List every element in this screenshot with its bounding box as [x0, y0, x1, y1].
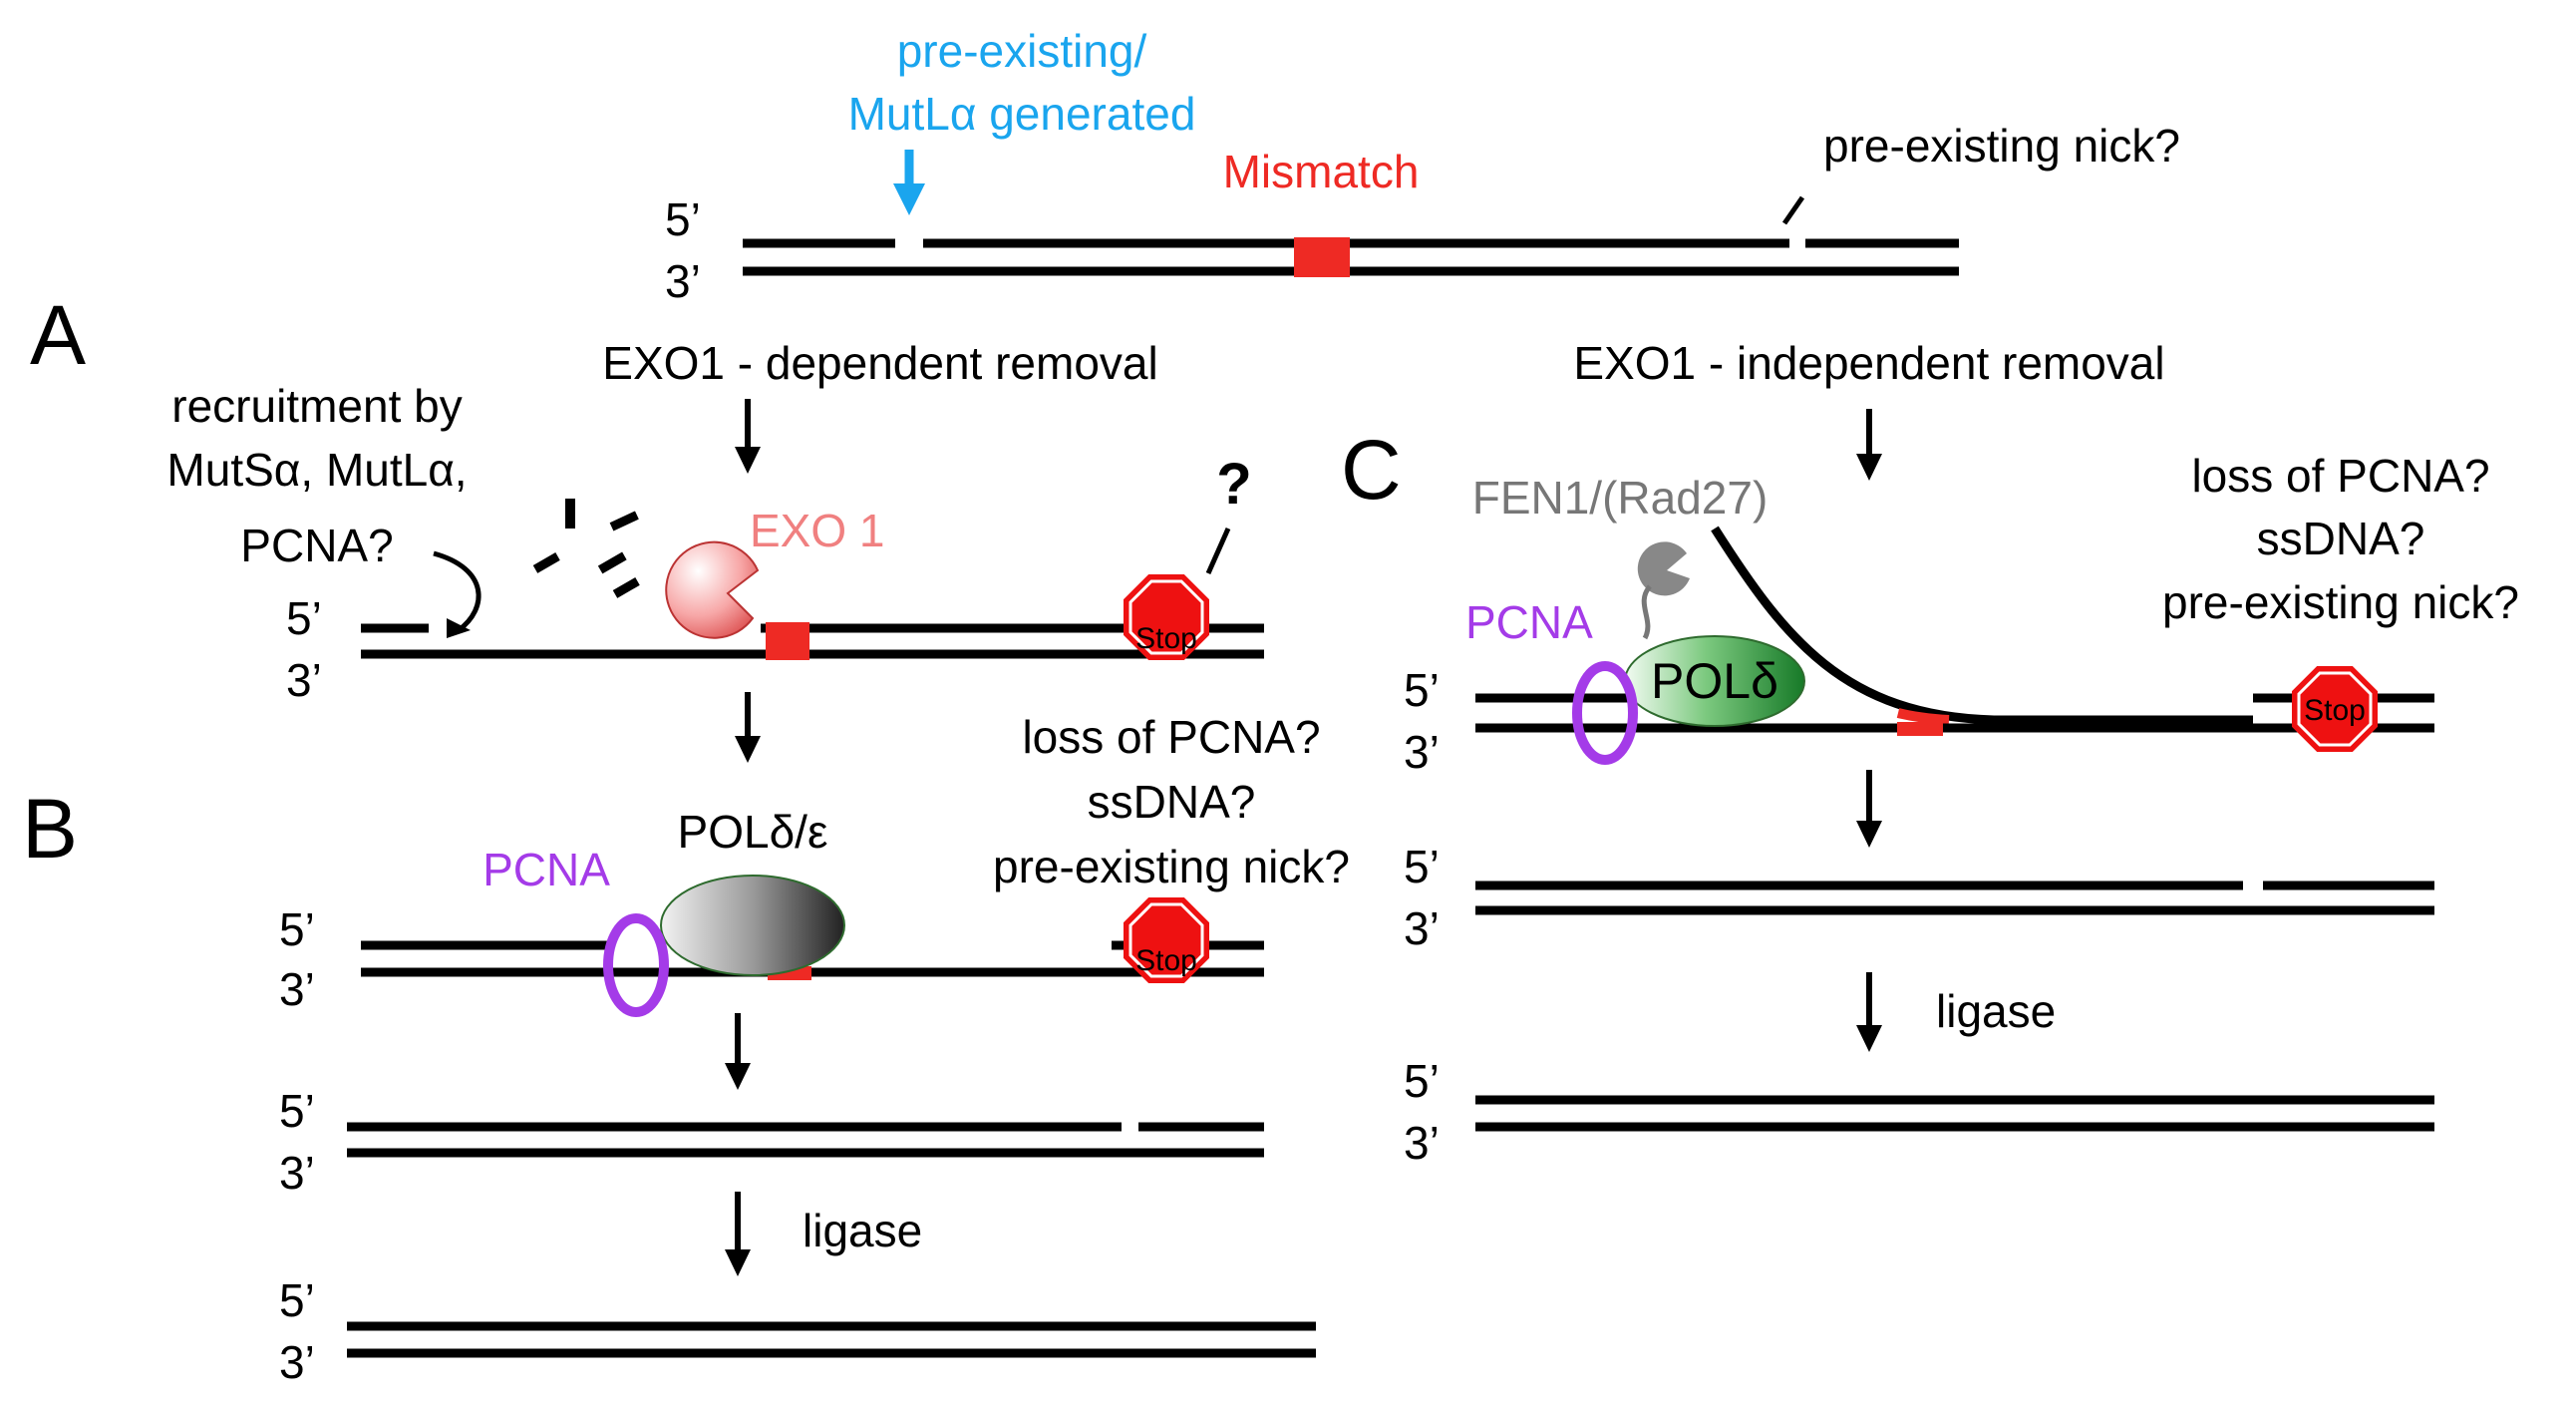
- stop-sign-icon: Stop: [2292, 666, 2378, 752]
- panel-letter-c: C: [1341, 423, 1402, 517]
- three-prime-label: 3’: [279, 1336, 315, 1388]
- recruit-line2: MutSα, MutLα,: [166, 444, 467, 496]
- c-question-3: pre-existing nick?: [2162, 576, 2519, 628]
- question-mark: ?: [1216, 452, 1251, 517]
- three-prime-label: 3’: [279, 1147, 315, 1199]
- curved-arrow-head-icon: [447, 618, 471, 638]
- pol-b-label: POLδ/ε: [678, 806, 828, 858]
- nick-right-label: pre-existing nick?: [1823, 120, 2180, 172]
- down-arrow-icon: [1856, 409, 1882, 481]
- five-prime-label: 5’: [1404, 1055, 1440, 1107]
- down-arrow-icon: [1856, 972, 1882, 1052]
- recruit-line1: recruitment by: [171, 380, 462, 432]
- five-prime-label: 5’: [286, 592, 322, 644]
- fragment: [609, 511, 639, 531]
- panel-c-heading: EXO1 - independent removal: [1573, 337, 2164, 389]
- exo-label: EXO 1: [750, 505, 885, 556]
- down-arrow-icon: [735, 399, 761, 474]
- fen1-tether: [1641, 584, 1653, 640]
- down-arrow-icon: [725, 1013, 751, 1090]
- down-arrow-icon: [725, 1192, 751, 1276]
- pcna-ring-icon: [603, 913, 669, 1017]
- pcna-ring-icon: [1572, 661, 1638, 765]
- b-question-1: loss of PCNA?: [1022, 711, 1320, 763]
- panel-a: A EXO1 - dependent removal recruitment b…: [30, 288, 1264, 763]
- three-prime-label: 3’: [279, 963, 315, 1015]
- panel-letter-b: B: [22, 782, 78, 876]
- three-prime-label: 3’: [1404, 726, 1440, 778]
- mismatch-mark: [1896, 708, 1950, 725]
- pcna-label: PCNA: [483, 844, 610, 895]
- fragment: [597, 551, 627, 574]
- five-prime-label: 5’: [279, 903, 315, 955]
- three-prime-label: 3’: [1404, 902, 1440, 954]
- down-arrow-icon: [735, 692, 761, 763]
- panel-letter-a: A: [30, 288, 86, 382]
- mismatch-mark: [1897, 722, 1943, 736]
- blue-down-arrow: [893, 150, 925, 215]
- pcna-label: PCNA: [1465, 596, 1593, 648]
- mismatch-mark: [1294, 237, 1350, 277]
- three-prime-label: 3’: [665, 255, 701, 307]
- five-prime-label: 5’: [279, 1274, 315, 1326]
- fragment: [565, 499, 575, 529]
- down-arrow-icon: [1856, 770, 1882, 848]
- c-displaced-flap: [1711, 526, 2253, 725]
- three-prime-label: 3’: [286, 654, 322, 706]
- pol-c-label: POLδ: [1651, 653, 1778, 709]
- top-duplex: pre-existing/ MutLα generated Mismatch p…: [665, 25, 2180, 307]
- b-question-3: pre-existing nick?: [993, 841, 1350, 892]
- stop-sign-icon: Stop: [1124, 897, 1209, 983]
- panel-a-heading: EXO1 - dependent removal: [602, 337, 1157, 389]
- fragment: [612, 577, 640, 598]
- fragment: [532, 552, 560, 573]
- panel-b: B loss of PCNA? ssDNA? pre-existing nick…: [22, 711, 1350, 1388]
- stop-sign-icon: Stop: [1124, 574, 1209, 660]
- recruit-line3: PCNA?: [240, 520, 393, 571]
- five-prime-label: 5’: [1404, 664, 1440, 716]
- polymerase-delta-epsilon: [660, 875, 845, 976]
- panel-c: C EXO1 - independent removal FEN1/(Rad27…: [1341, 337, 2519, 1169]
- b-question-2: ssDNA?: [1088, 776, 1256, 828]
- nick-label-line2: MutLα generated: [848, 88, 1196, 140]
- five-prime-label: 5’: [665, 193, 701, 245]
- mismatch-label: Mismatch: [1223, 146, 1420, 197]
- stop-label: Stop: [2304, 694, 2366, 727]
- exo1-pacman-icon: [665, 540, 760, 639]
- five-prime-label: 5’: [279, 1085, 315, 1137]
- stop-label: Stop: [1135, 622, 1197, 655]
- c-question-1: loss of PCNA?: [2191, 450, 2489, 502]
- question-pointer: [1205, 527, 1231, 575]
- mismatch-mark: [766, 622, 809, 660]
- stop-label: Stop: [1135, 944, 1197, 977]
- five-prime-label: 5’: [1404, 841, 1440, 892]
- three-prime-label: 3’: [1404, 1117, 1440, 1169]
- c-question-2: ssDNA?: [2257, 513, 2425, 564]
- nick-pointer: [1781, 195, 1805, 225]
- curved-arrow-icon: [433, 550, 482, 633]
- fen1-pacman-icon: [1637, 541, 1690, 596]
- ligase-label: ligase: [803, 1205, 922, 1256]
- fen1-label: FEN1/(Rad27): [1472, 472, 1769, 524]
- ligase-label: ligase: [1936, 985, 2056, 1037]
- excised-fragments: [532, 499, 640, 598]
- nick-label-line1: pre-existing/: [897, 25, 1147, 77]
